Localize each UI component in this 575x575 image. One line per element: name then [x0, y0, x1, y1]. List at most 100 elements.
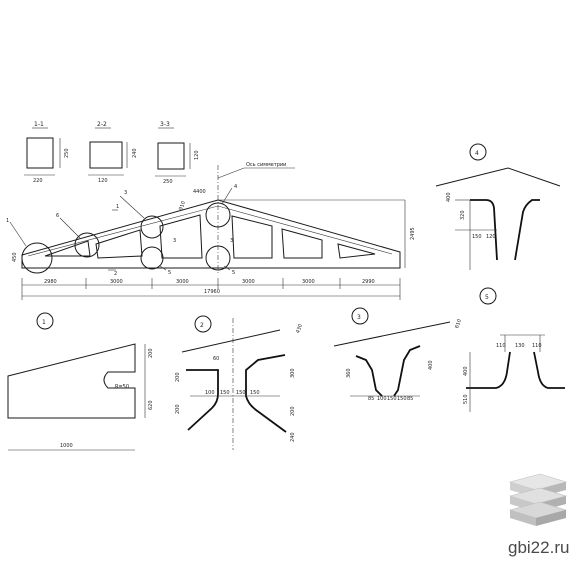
dim-text: 360 [346, 368, 352, 378]
callout-number: 3 [124, 190, 127, 196]
dim-text: 610 [454, 318, 463, 329]
truss-opening [231, 215, 273, 259]
dim-text: 100 [205, 390, 215, 396]
section-mark: 2 [114, 271, 117, 277]
detail-2: 2 430 60 200 200 300 200 240 100 150 150… [175, 315, 304, 450]
dim-text: 150 [472, 234, 482, 240]
detail-circle-1 [21, 242, 53, 274]
dim-text: 150 [397, 396, 407, 402]
callout-number: 5 [168, 270, 171, 276]
dim-text: 17960 [204, 289, 220, 295]
dim-text: 250 [64, 148, 70, 158]
detail-number: 3 [357, 314, 361, 321]
dim-text: 100 [377, 396, 387, 402]
dim-text: 60 [213, 356, 219, 362]
section-rect [157, 142, 185, 170]
detail-number-circle [194, 315, 212, 333]
truss-opening [337, 243, 376, 259]
dim-text: 4400 [193, 189, 206, 195]
detail-5: 5 110 130 110 400 510 [463, 287, 565, 412]
dim-text: 510 [463, 394, 469, 404]
dim-text: 240 [290, 432, 296, 442]
truss-opening [159, 214, 203, 259]
detail-circle-6 [74, 232, 100, 258]
callout-number: 1 [6, 218, 9, 224]
dim-text: 120 [486, 234, 496, 240]
detail-number-circle [469, 143, 487, 161]
dim-text: 85 [368, 396, 374, 402]
dim-text: 150 [387, 396, 397, 402]
dim-text: 620 [148, 400, 154, 410]
section-rect [89, 141, 123, 169]
detail-circle-5b [205, 245, 231, 271]
detail-number: 4 [475, 150, 479, 157]
dim-text: 120 [194, 150, 200, 160]
dim-text: 430 [295, 323, 304, 334]
callout-number: 6 [56, 213, 59, 219]
section-2-2: 2-2 240 120 [88, 121, 138, 184]
truss-opening [44, 240, 91, 257]
truss-opening [95, 229, 143, 259]
dim-text: 120 [98, 178, 108, 184]
section-rect [26, 137, 54, 169]
detail-number: 5 [485, 294, 489, 301]
section-label: 3-3 [160, 121, 170, 128]
dim-text: 110 [496, 343, 506, 349]
detail-1: 1 R=50 1000 200 620 [7, 312, 154, 451]
dim-text: 150 [220, 390, 230, 396]
callout-number: 5 [232, 270, 235, 276]
dim-text: 250 [163, 179, 173, 185]
section-mark: 1 [116, 204, 119, 210]
section-3-3: 3-3 120 250 [155, 121, 200, 185]
dim-text: 85 [407, 396, 413, 402]
dim-text: 200 [290, 406, 296, 416]
dim-text: 200 [148, 348, 154, 358]
detail-number: 2 [200, 322, 204, 329]
dim-text: 220 [33, 178, 43, 184]
section-label: 1-1 [34, 121, 44, 128]
detail-number-circle [479, 287, 497, 305]
section-mark: 3 [173, 238, 176, 244]
section-mark: 3 [230, 238, 233, 244]
dim-text: 3000 [110, 279, 123, 285]
dim-text: 400 [463, 366, 469, 376]
dim-text: 200 [175, 372, 181, 382]
dim-text: 130 [515, 343, 525, 349]
dim-text: 3000 [302, 279, 315, 285]
section-label: 2-2 [97, 121, 107, 128]
callout-number: 4 [234, 184, 237, 190]
dim-text: 2990 [362, 279, 375, 285]
dim-text: 2980 [44, 279, 57, 285]
detail-number-circle [351, 307, 369, 325]
dim-text: 110 [532, 343, 542, 349]
dim-text: 3000 [176, 279, 189, 285]
watermark-text: gbi22.ru [508, 538, 569, 557]
truss-elevation: Ось симметрии 1 6 3 5 4 5 1 2 3 3 450 24… [6, 162, 416, 300]
dim-text: 2495 [410, 227, 416, 240]
watermark-logo [508, 473, 568, 526]
dim-text: 400 [446, 192, 452, 202]
detail-contour [7, 343, 136, 419]
dim-text: 910 [178, 200, 187, 211]
dim-text: 150 [250, 390, 260, 396]
dim-text: 300 [290, 368, 296, 378]
dim-text: 3000 [242, 279, 255, 285]
dim-text: 200 [175, 404, 181, 414]
detail-number: 1 [42, 319, 46, 326]
detail-circle-3 [140, 215, 164, 239]
dim-text: 320 [460, 210, 466, 220]
detail-number-circle [36, 312, 54, 330]
detail-3: 3 610 400 360 85 100 150 150 85 [333, 307, 463, 402]
dim-text: 400 [428, 360, 434, 370]
dim-text: 450 [12, 252, 18, 262]
dim-text: 240 [132, 148, 138, 158]
dim-text: 1000 [60, 443, 73, 449]
detail-4: 4 400 320 150 120 [435, 143, 561, 270]
detail-circle-5 [140, 246, 164, 270]
axis-label: Ось симметрии [246, 162, 286, 168]
truss-opening [281, 228, 323, 259]
dim-text: 150 [236, 390, 246, 396]
radius-label: R=50 [115, 384, 129, 390]
